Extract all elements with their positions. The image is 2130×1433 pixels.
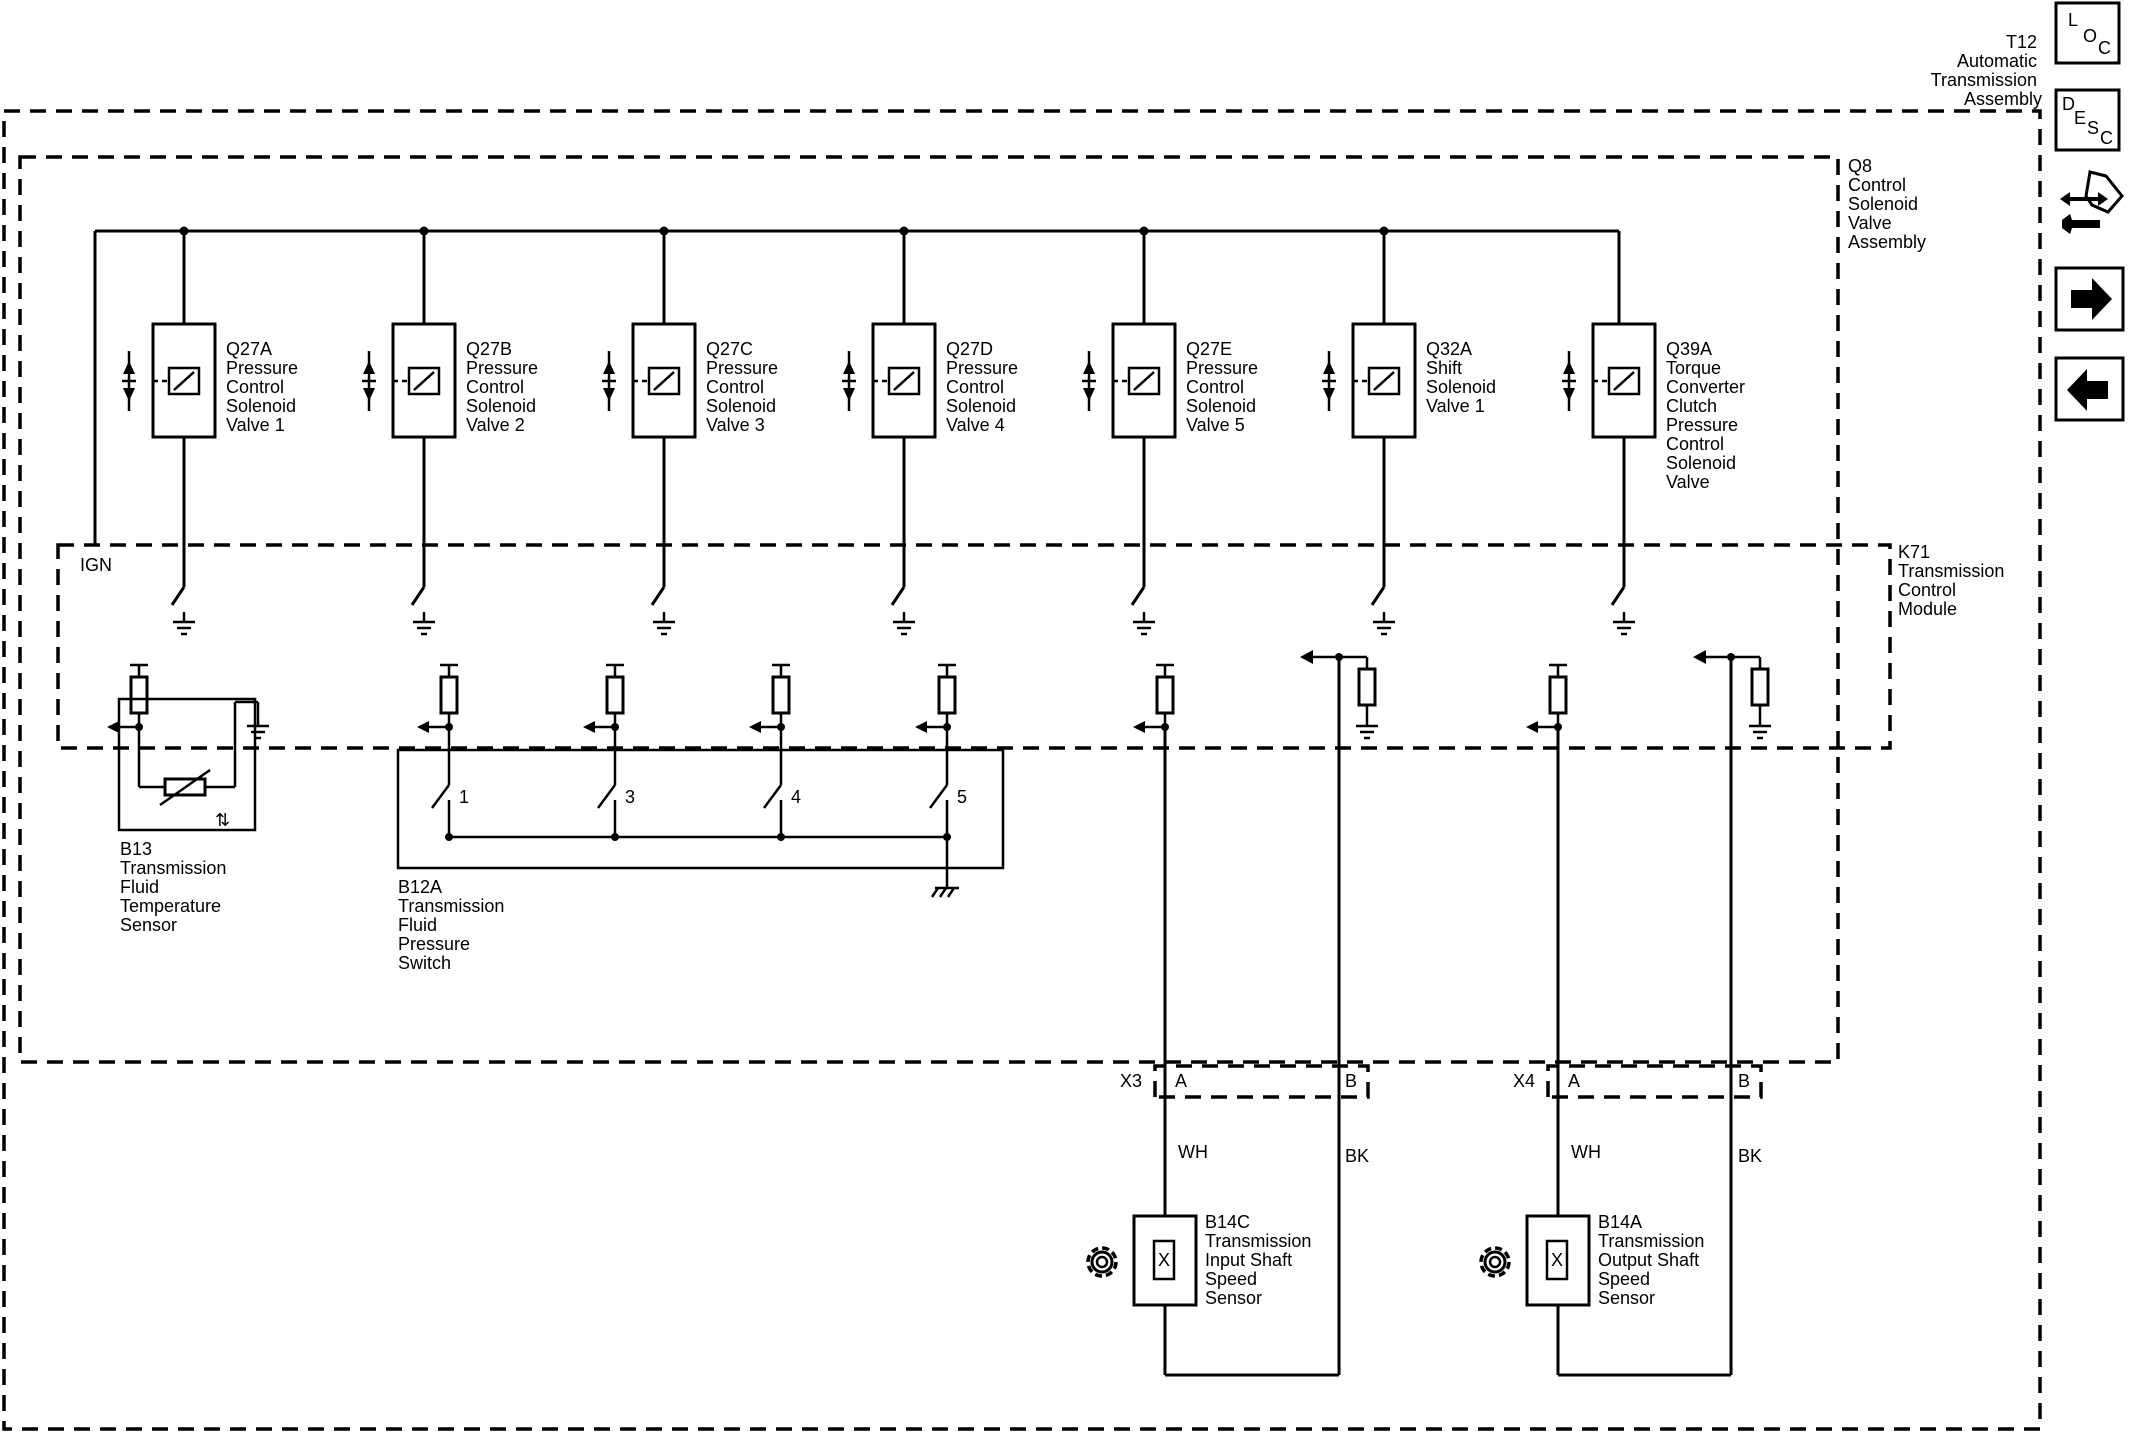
connector-pin-a: A <box>1568 1071 1580 1091</box>
wire-color-bk: BK <box>1345 1146 1369 1166</box>
solenoid-q27d: Q27D Pressure Control Solenoid Valve 4 <box>840 226 1023 636</box>
b14a-output-speed-sensor: X <box>1479 1214 1733 1377</box>
solenoid-label: Q27A Pressure Control Solenoid Valve 1 <box>226 339 303 435</box>
q8-boundary <box>18 155 1840 1064</box>
connector-x4: X4 A B <box>1513 1064 1763 1099</box>
connector-tool-icon[interactable] <box>2060 170 2124 234</box>
solenoid-q27e: Q27E Pressure Control Solenoid Valve 5 <box>1080 226 1263 636</box>
solenoid-q27a: Q27A Pressure Control Solenoid Valve 1 <box>120 226 303 636</box>
desc-letter-c: C <box>2100 128 2113 148</box>
solenoid-label: Q27C Pressure Control Solenoid Valve 3 <box>706 339 783 435</box>
desc-letter-d: D <box>2062 94 2075 114</box>
prev-page-button[interactable] <box>2054 356 2125 422</box>
arrow-left-icon <box>2067 369 2108 411</box>
connector-name: X3 <box>1120 1071 1142 1091</box>
t12-label: T12 Automatic Transmission Assembly <box>1931 32 2042 109</box>
b12a-pressure-switch: 1 3 4 5 <box>396 663 1005 898</box>
next-page-button[interactable] <box>2054 266 2125 332</box>
solenoid-label: Q39A Torque Converter Clutch Pressure Co… <box>1666 339 1750 492</box>
q8-label: Q8 Control Solenoid Valve Assembly <box>1848 156 1926 252</box>
b13-temperature-sensor: ⇅ <box>105 663 271 832</box>
solenoid-q32a: Q32A Shift Solenoid Valve 1 <box>1320 226 1501 636</box>
switch-number: 3 <box>625 787 635 807</box>
switch-3: 3 <box>596 727 635 841</box>
loc-letter-o: O <box>2083 26 2097 46</box>
ign-label: IGN <box>80 555 112 575</box>
connector-pin-b: B <box>1738 1071 1750 1091</box>
solenoid-q27b: Q27B Pressure Control Solenoid Valve 2 <box>360 226 543 636</box>
loc-letter-c: C <box>2098 38 2111 58</box>
desc-letter-s: S <box>2087 118 2099 138</box>
hall-sensor-icon: X <box>1551 1250 1563 1270</box>
solenoid-label: Q27D Pressure Control Solenoid Valve 4 <box>946 339 1023 435</box>
t12-boundary <box>2 109 2042 1431</box>
k71-label: K71 Transmission Control Module <box>1898 542 2009 619</box>
gear-icon <box>1086 1246 1118 1278</box>
arrow-right-icon <box>2071 278 2112 320</box>
b14a-label: B14A Transmission Output Shaft Speed Sen… <box>1598 1212 1709 1308</box>
solenoid-q27c: Q27C Pressure Control Solenoid Valve 3 <box>600 226 783 636</box>
switch-5: 5 <box>928 727 967 841</box>
loc-letter-l: L <box>2068 10 2078 30</box>
desc-letter-e: E <box>2074 108 2086 128</box>
b14c-label: B14C Transmission Input Shaft Speed Sens… <box>1205 1212 1316 1308</box>
hall-sensor-icon: X <box>1158 1250 1170 1270</box>
wire-color-wh: WH <box>1178 1142 1208 1162</box>
solenoid-label: Q27B Pressure Control Solenoid Valve 2 <box>466 339 543 435</box>
b14c-circuit <box>1131 650 1380 1218</box>
switch-number: 4 <box>791 787 801 807</box>
desc-button[interactable]: D E S C <box>2054 88 2121 152</box>
b12a-label: B12A Transmission Fluid Pressure Switch <box>398 877 509 973</box>
solenoid-label: Q27E Pressure Control Solenoid Valve 5 <box>1186 339 1263 435</box>
temp-arrows-icon: ⇅ <box>215 810 230 830</box>
b14a-circuit <box>1524 650 1773 1218</box>
switch-number: 5 <box>957 787 967 807</box>
solenoid-q39a: Q39A Torque Converter Clutch Pressure Co… <box>1560 231 1750 636</box>
b13-label: B13 Transmission Fluid Temperature Senso… <box>120 839 231 935</box>
solenoid-label: Q32A Shift Solenoid Valve 1 <box>1426 339 1501 416</box>
b14c-input-speed-sensor: X <box>1086 1214 1341 1377</box>
wire-color-bk: BK <box>1738 1146 1762 1166</box>
connector-pin-b: B <box>1345 1071 1357 1091</box>
gear-icon <box>1479 1246 1511 1278</box>
connector-name: X4 <box>1513 1071 1535 1091</box>
wire-color-wh: WH <box>1571 1142 1601 1162</box>
loc-button[interactable]: L O C <box>2054 1 2121 65</box>
switch-1: 1 <box>430 727 469 841</box>
k71-boundary <box>56 543 1892 750</box>
connector-x3: X3 A B <box>1120 1064 1370 1099</box>
switch-4: 4 <box>762 727 801 841</box>
connector-pin-a: A <box>1175 1071 1187 1091</box>
switch-number: 1 <box>459 787 469 807</box>
